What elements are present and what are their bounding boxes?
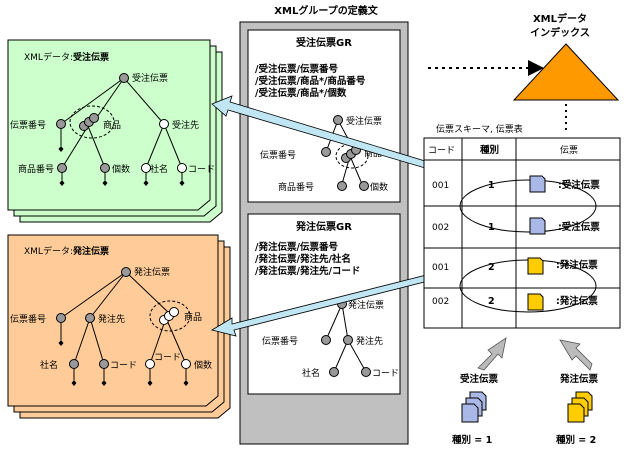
svg-text:個数: 個数 <box>112 163 130 175</box>
svg-text:受注伝票GR: 受注伝票GR <box>296 36 352 49</box>
svg-text:発注先: 発注先 <box>356 335 383 347</box>
svg-text:2: 2 <box>488 296 495 307</box>
svg-text:受注先: 受注先 <box>172 119 199 131</box>
svg-text::受注伝票: :受注伝票 <box>558 179 600 191</box>
svg-text:/受注伝票/商品*/個数: /受注伝票/商品*/個数 <box>255 87 347 99</box>
tree-node <box>57 163 67 173</box>
svg-text:1: 1 <box>488 222 495 233</box>
svg-text:XMLデータ: XMLデータ <box>533 12 587 25</box>
group-title: XMLグループの定義文 <box>274 4 378 17</box>
slip-table: 伝票スキーマ, 伝票表 コード 種別 伝票 001 1 :受注伝票 002 1 … <box>423 123 621 329</box>
svg-text:商品番号: 商品番号 <box>18 163 54 175</box>
index-triangle <box>512 43 620 101</box>
placed-header: XMLデータ:発注伝票 <box>24 245 109 257</box>
svg-text:伝票: 伝票 <box>560 145 578 156</box>
svg-text:001: 001 <box>432 181 449 191</box>
svg-text::発注伝票: :発注伝票 <box>556 295 598 307</box>
svg-text:発注伝票: 発注伝票 <box>134 266 170 278</box>
svg-text:伝票番号: 伝票番号 <box>10 313 46 325</box>
svg-text:2: 2 <box>488 262 495 273</box>
svg-text:伝票番号: 伝票番号 <box>262 335 298 347</box>
svg-text:受注伝票: 受注伝票 <box>132 72 168 84</box>
svg-text:個数: 個数 <box>194 359 212 371</box>
placed-xml-data: XMLデータ:発注伝票 <box>7 234 231 419</box>
svg-text:種別: 種別 <box>480 144 499 156</box>
svg-text:コード: コード <box>188 165 215 175</box>
svg-text:発注先: 発注先 <box>98 313 125 325</box>
svg-text:/発注伝票/発注先/社名: /発注伝票/発注先/社名 <box>255 253 351 265</box>
svg-text:/受注伝票/伝票番号: /受注伝票/伝票番号 <box>255 63 338 75</box>
svg-text:/発注伝票/伝票番号: /発注伝票/伝票番号 <box>255 241 338 253</box>
tree-node <box>100 163 110 173</box>
svg-text:種別 = 2: 種別 = 2 <box>556 434 596 446</box>
svg-text::受注伝票: :受注伝票 <box>558 221 600 233</box>
svg-text:伝票スキーマ, 伝票表: 伝票スキーマ, 伝票表 <box>436 123 523 135</box>
svg-text:発注伝票GR: 発注伝票GR <box>295 220 352 233</box>
svg-text:受注伝票: 受注伝票 <box>460 373 499 385</box>
svg-text:/発注伝票/発注先/コード: /発注伝票/発注先/コード <box>255 265 360 277</box>
received-xml-data: XMLデータ:受注伝票 <box>7 39 223 223</box>
svg-text:伝票番号: 伝票番号 <box>10 119 46 131</box>
svg-text:社名: 社名 <box>150 163 168 175</box>
svg-text:伝票番号: 伝票番号 <box>260 149 296 161</box>
svg-text::発注伝票: :発注伝票 <box>556 259 598 271</box>
svg-text:受注伝票: 受注伝票 <box>346 115 382 127</box>
svg-text:個数: 個数 <box>370 181 388 193</box>
svg-text:001: 001 <box>432 263 449 273</box>
svg-text:1: 1 <box>488 180 495 191</box>
svg-text:002: 002 <box>432 297 449 307</box>
input-arrows <box>477 337 593 371</box>
svg-text:コード: コード <box>428 146 455 156</box>
svg-text:社名: 社名 <box>40 359 58 371</box>
svg-text:コード: コード <box>154 353 181 363</box>
svg-text:発注伝票: 発注伝票 <box>348 299 384 311</box>
svg-text:種別 = 1: 種別 = 1 <box>452 434 492 446</box>
svg-text:社名: 社名 <box>302 367 320 379</box>
svg-text:発注伝票: 発注伝票 <box>559 373 599 385</box>
svg-text:商品: 商品 <box>103 119 121 131</box>
legend: 受注伝票 種別 = 1 発注伝票 種別 = 2 <box>452 373 599 446</box>
tree-node <box>89 113 99 123</box>
svg-text:002: 002 <box>432 223 449 233</box>
tree-node <box>159 119 169 129</box>
tree-node <box>56 119 66 129</box>
svg-text:インデックス: インデックス <box>530 26 590 39</box>
tree-node <box>141 163 151 173</box>
tree-node <box>119 73 129 83</box>
tree-node <box>177 163 187 173</box>
svg-text:/受注伝票/商品*/商品番号: /受注伝票/商品*/商品番号 <box>255 75 366 87</box>
svg-text:商品: 商品 <box>184 311 202 323</box>
received-header: XMLデータ:受注伝票 <box>24 51 109 63</box>
svg-text:コード: コード <box>372 369 399 379</box>
svg-text:商品番号: 商品番号 <box>278 181 314 193</box>
svg-text:コード: コード <box>110 361 137 371</box>
